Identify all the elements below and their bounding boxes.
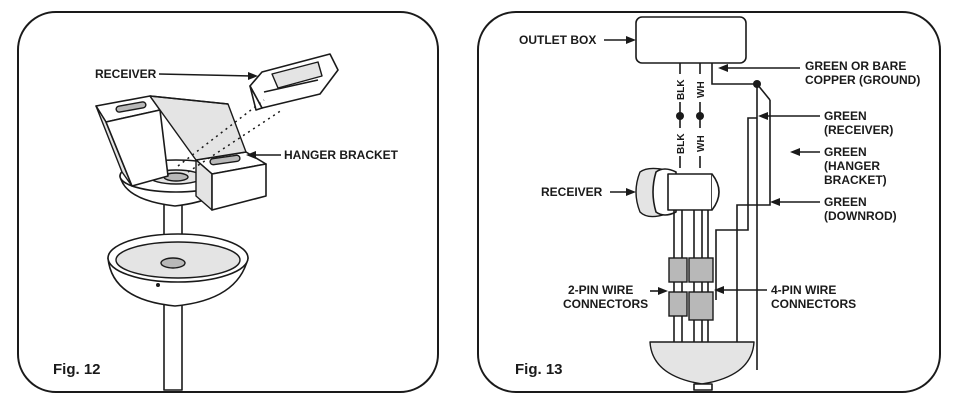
insert-path-1 — [177, 99, 265, 167]
canopy — [107, 233, 249, 307]
fig13-panel: OUTLET BOX BLK WH BLK WH RECEIVER — [477, 11, 941, 393]
wire-label-wh-top: WH — [696, 81, 707, 98]
fig12-panel: RECEIVER HANGER BRACKET Fig. 12 — [17, 11, 439, 393]
green-hanger-label-line2: (HANGER — [824, 159, 880, 173]
fig13-receiver — [635, 167, 720, 218]
ground-label-line1: GREEN OR BARE — [805, 59, 906, 73]
fig13-caption: Fig. 13 — [515, 361, 563, 378]
green-receiver-label-line2: (RECEIVER) — [824, 123, 893, 137]
green-downrod-label-line1: GREEN — [824, 195, 867, 209]
green-hanger-label-line1: GREEN — [824, 145, 867, 159]
ground-wire — [711, 63, 758, 370]
green-hanger-label-line3: BRACKET) — [824, 173, 887, 187]
outlet-box — [635, 16, 747, 64]
splice-blk — [676, 112, 684, 120]
green-downrod-wire — [736, 100, 771, 370]
outlet-box-label: OUTLET BOX — [519, 33, 596, 47]
fig12-hanger-label: HANGER BRACKET — [284, 148, 399, 162]
two-pin-connector-top — [668, 257, 688, 283]
fig12-caption: Fig. 12 — [53, 361, 101, 378]
four-pin-connector-top — [688, 257, 714, 283]
fig12-receiver-leader — [158, 73, 253, 77]
fig13-receiver-label: RECEIVER — [541, 185, 603, 199]
two-pin-label-line1: 2-PIN WIRE — [568, 283, 633, 297]
receiver-unit — [249, 53, 339, 111]
wire-label-blk-bottom: BLK — [676, 133, 687, 154]
green-downrod-label-line2: (DOWNROD) — [824, 209, 897, 223]
green-receiver-wire — [715, 117, 757, 300]
green-receiver-label-line1: GREEN — [824, 109, 867, 123]
fig12-receiver-label: RECEIVER — [95, 67, 157, 81]
insert-path-2 — [187, 109, 283, 173]
four-pin-label-line2: CONNECTORS — [771, 297, 856, 311]
two-pin-connector-bottom — [668, 291, 688, 317]
four-pin-connector-bottom — [688, 291, 714, 321]
ground-splice — [753, 80, 761, 88]
wire-label-wh-bottom: WH — [696, 135, 707, 152]
splice-wh — [696, 112, 704, 120]
hanger-bracket — [95, 95, 267, 211]
four-pin-label-line1: 4-PIN WIRE — [771, 283, 836, 297]
ground-label-line2: COPPER (GROUND) — [805, 73, 920, 87]
two-pin-label-line2: CONNECTORS — [563, 297, 648, 311]
wire-label-blk-top: BLK — [676, 79, 687, 100]
